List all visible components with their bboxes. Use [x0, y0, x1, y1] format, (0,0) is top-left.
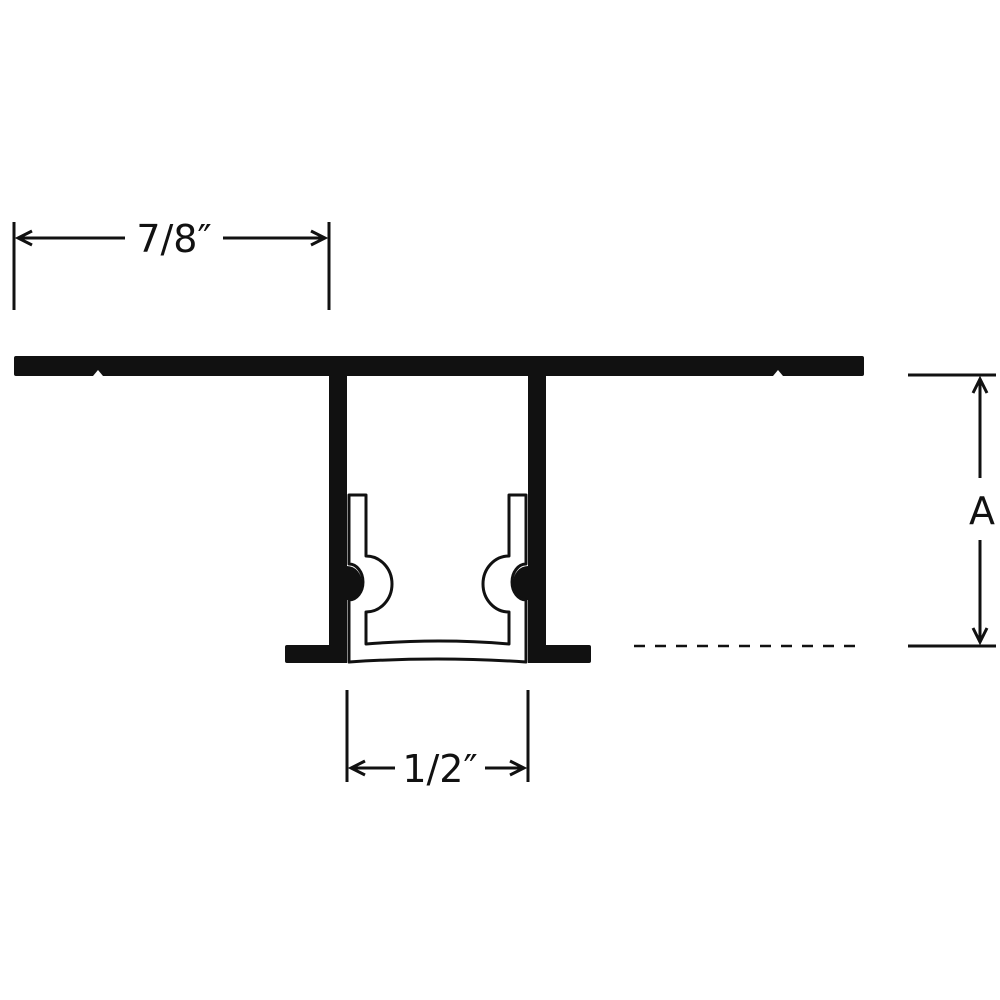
left-foot: [285, 645, 347, 663]
extrusion-profile: [14, 356, 864, 663]
right-wall-bump: [513, 566, 528, 600]
insert-channel: [347, 493, 528, 664]
height-label: A: [969, 489, 995, 533]
left-wall: [329, 356, 347, 663]
right-foot: [528, 645, 591, 663]
top-flange: [14, 356, 864, 376]
height-dimension: A: [634, 373, 996, 648]
left-wall-bump: [347, 566, 362, 600]
channel-width-dimension: 1/2″: [345, 690, 530, 791]
right-wall: [528, 356, 546, 663]
channel-width-label: 1/2″: [402, 747, 477, 791]
flange-width-label: 7/8″: [136, 217, 211, 261]
flange-notch-left: [93, 370, 103, 376]
flange-notch-right: [773, 370, 783, 376]
flange-width-dimension: 7/8″: [12, 217, 331, 310]
